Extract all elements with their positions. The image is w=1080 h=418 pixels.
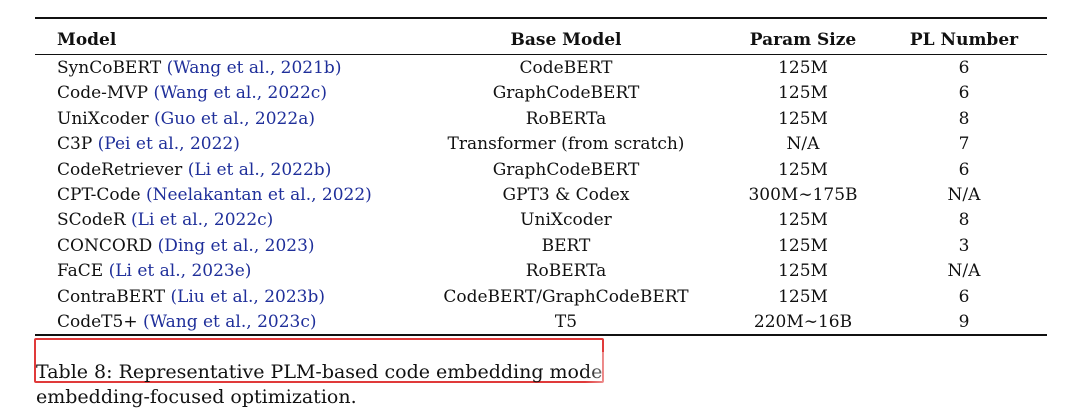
- table-top-rule: [35, 17, 1047, 19]
- table-header-rule: [35, 54, 1047, 55]
- cell-model: CodeRetriever (Li et al., 2022b): [57, 158, 417, 183]
- model-name: CodeT5+: [57, 312, 138, 332]
- table-header-row: Model Base Model Param Size PL Number: [0, 28, 1080, 53]
- citation-link[interactable]: (Guo et al., 2022a): [154, 108, 315, 129]
- cell-model: FaCE (Li et al., 2023e): [57, 259, 417, 284]
- citation-link[interactable]: (Neelakantan et al., 2022): [145, 185, 372, 205]
- cell-model: CodeT5+ (Wang et al., 2023c): [57, 310, 417, 335]
- cell-param-size: N/A: [786, 134, 820, 155]
- cell-base-model: CodeBERT: [519, 58, 613, 78]
- model-name: FaCE: [57, 261, 104, 282]
- citation-link[interactable]: (Wang et al., 2022c): [153, 83, 327, 104]
- cell-model: UniXcoder (Guo et al., 2022a): [57, 107, 417, 132]
- cell-base-model: BERT: [541, 235, 591, 256]
- cell-param-size: 125M: [778, 83, 828, 104]
- table-row: ContraBERT (Liu et al., 2023b) CodeBERT/G…: [0, 285, 1080, 310]
- caption-line-1: Table 8: Representative PLM-based code e…: [36, 361, 603, 383]
- cell-base-model: RoBERTa: [525, 261, 607, 282]
- model-name: ContraBERT: [57, 286, 166, 307]
- cell-base-model: RoBERTa: [525, 108, 607, 129]
- table-bottom-rule: [35, 334, 1047, 336]
- cell-param-size: 125M: [778, 286, 828, 307]
- cell-param-size: 125M: [778, 159, 828, 180]
- cell-model: CPT-Code (Neelakantan et al., 2022): [57, 183, 417, 208]
- cell-pl-number: N/A: [947, 185, 981, 205]
- table-row: SynCoBERT (Wang et al., 2021b) CodeBERT 12…: [0, 56, 1080, 81]
- table-row: FaCE (Li et al., 2023e) RoBERTa 125M N/A: [0, 259, 1080, 284]
- model-name: CONCORD: [57, 235, 153, 256]
- cell-base-model: CodeBERT/GraphCodeBERT: [443, 286, 689, 307]
- citation-link[interactable]: (Li et al., 2022c): [131, 210, 274, 231]
- cell-model: CONCORD (Ding et al., 2023): [57, 234, 417, 259]
- citation-link[interactable]: (Pei et al., 2022): [97, 134, 240, 155]
- model-name: SCodeR: [57, 210, 126, 231]
- cell-pl-number: 6: [958, 83, 970, 104]
- cell-model: SCodeR (Li et al., 2022c): [57, 208, 417, 233]
- model-name: SynCoBERT: [57, 58, 162, 78]
- citation-link[interactable]: (Liu et al., 2023b): [170, 286, 326, 307]
- cell-pl-number: 6: [958, 286, 970, 307]
- table-row: SCodeR (Li et al., 2022c) UniXcoder 125M 8: [0, 208, 1080, 233]
- cell-base-model: T5: [554, 312, 578, 332]
- cell-base-model: GPT3 & Codex: [502, 185, 630, 205]
- cell-param-size: 125M: [778, 210, 828, 231]
- model-name: CodeRetriever: [57, 159, 183, 180]
- cell-pl-number: 7: [958, 134, 970, 155]
- table-row: UniXcoder (Guo et al., 2022a) RoBERTa 125M…: [0, 107, 1080, 132]
- cell-pl-number: N/A: [947, 261, 981, 282]
- cell-base-model: Transformer (from scratch): [447, 134, 685, 155]
- cell-base-model: GraphCodeBERT: [492, 83, 640, 104]
- cell-model: C3P (Pei et al., 2022): [57, 132, 417, 157]
- cell-pl-number: 9: [958, 312, 970, 332]
- cell-pl-number: 6: [958, 58, 970, 78]
- caption-line-2: embedding-focused optimization.: [36, 386, 357, 408]
- cell-param-size: 300M∼175B: [748, 185, 858, 205]
- citation-link[interactable]: (Li et al., 2023e): [108, 261, 252, 282]
- cell-param-size: 125M: [778, 108, 828, 129]
- cell-model: SynCoBERT (Wang et al., 2021b): [57, 56, 417, 81]
- cell-pl-number: 8: [958, 108, 970, 129]
- cell-model: ContraBERT (Liu et al., 2023b): [57, 285, 417, 310]
- citation-link[interactable]: (Li et al., 2022b): [187, 159, 332, 180]
- caption-fade-overlay: [585, 352, 665, 392]
- table-row: CodeRetriever (Li et al., 2022b) GraphCod…: [0, 158, 1080, 183]
- citation-link[interactable]: (Wang et al., 2023c): [143, 312, 317, 332]
- model-name: Code-MVP: [57, 83, 149, 104]
- cell-pl-number: 6: [958, 159, 970, 180]
- header-param-size: Param Size: [749, 30, 857, 50]
- table-row: Code-MVP (Wang et al., 2022c) GraphCodeBE…: [0, 81, 1080, 106]
- citation-link[interactable]: (Ding et al., 2023): [157, 235, 315, 256]
- cell-param-size: 125M: [778, 261, 828, 282]
- table-row: CodeT5+ (Wang et al., 2023c) T5 220M∼16B 9: [0, 310, 1080, 335]
- model-name: UniXcoder: [57, 108, 149, 129]
- cell-param-size: 125M: [778, 58, 828, 78]
- table-row: CPT-Code (Neelakantan et al., 2022) GPT3 …: [0, 183, 1080, 208]
- cell-base-model: UniXcoder: [520, 210, 612, 231]
- table-row: C3P (Pei et al., 2022) Transformer (from …: [0, 132, 1080, 157]
- model-name: CPT-Code: [57, 185, 141, 205]
- model-name: C3P: [57, 134, 93, 155]
- cell-param-size: 220M∼16B: [753, 312, 853, 332]
- header-model: Model: [57, 30, 117, 50]
- cell-base-model: GraphCodeBERT: [492, 159, 640, 180]
- header-base-model: Base Model: [510, 30, 622, 50]
- cell-model: Code-MVP (Wang et al., 2022c): [57, 81, 417, 106]
- citation-link[interactable]: (Wang et al., 2021b): [166, 58, 342, 78]
- header-pl-number: PL Number: [909, 30, 1019, 50]
- cell-param-size: 125M: [778, 235, 828, 256]
- table-row: CONCORD (Ding et al., 2023) BERT 125M 3: [0, 234, 1080, 259]
- cell-pl-number: 8: [958, 210, 970, 231]
- cell-pl-number: 3: [958, 235, 970, 256]
